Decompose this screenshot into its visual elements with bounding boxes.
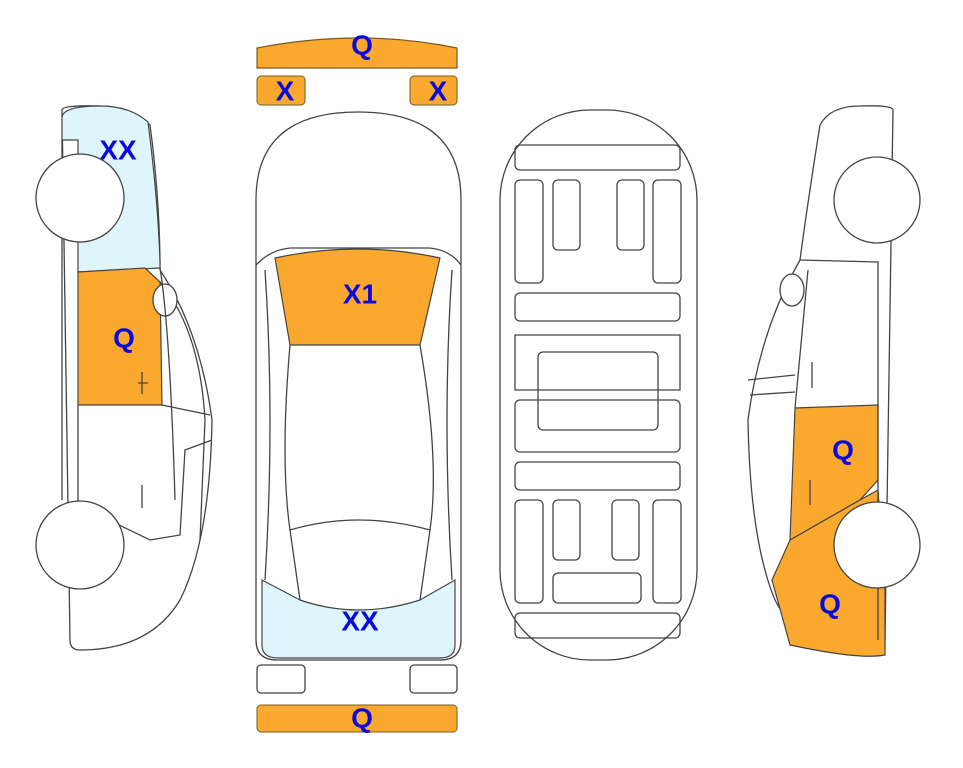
right-rear-door[interactable] bbox=[789, 404, 879, 542]
right-side-view: Q Q bbox=[747, 105, 921, 657]
front-right-light[interactable] bbox=[409, 75, 458, 106]
right-rear-wheel bbox=[833, 501, 921, 589]
front-left-light[interactable] bbox=[256, 75, 306, 106]
left-door-label: Q bbox=[113, 322, 135, 353]
left-front-door[interactable] bbox=[77, 267, 163, 406]
left-rear-wheel bbox=[35, 500, 125, 590]
top-body[interactable] bbox=[255, 111, 462, 661]
rear-right-light[interactable] bbox=[409, 664, 458, 694]
underside-view bbox=[499, 109, 698, 661]
rear-left-light[interactable] bbox=[256, 664, 306, 694]
front-bumper-label: Q bbox=[351, 29, 373, 60]
right-quarter-label: Q bbox=[819, 588, 841, 619]
right-door-label: Q bbox=[832, 434, 854, 465]
windshield-label: X1 bbox=[343, 278, 377, 309]
rear-window-label: XX bbox=[341, 605, 379, 636]
top-view: Q X X X1 XX Q bbox=[255, 29, 462, 733]
front-bumper[interactable] bbox=[256, 37, 458, 69]
left-front-wheel bbox=[35, 153, 125, 243]
rear-bumper-label: Q bbox=[351, 702, 373, 733]
rear-bumper[interactable] bbox=[256, 704, 458, 733]
front-right-light-label: X bbox=[429, 75, 448, 106]
front-left-light-label: X bbox=[276, 75, 295, 106]
left-side-view: XX Q bbox=[35, 105, 213, 651]
windshield[interactable] bbox=[274, 248, 441, 346]
left-glass-label: XX bbox=[99, 134, 137, 165]
right-front-mirror bbox=[779, 273, 805, 307]
right-front-wheel bbox=[833, 156, 921, 244]
